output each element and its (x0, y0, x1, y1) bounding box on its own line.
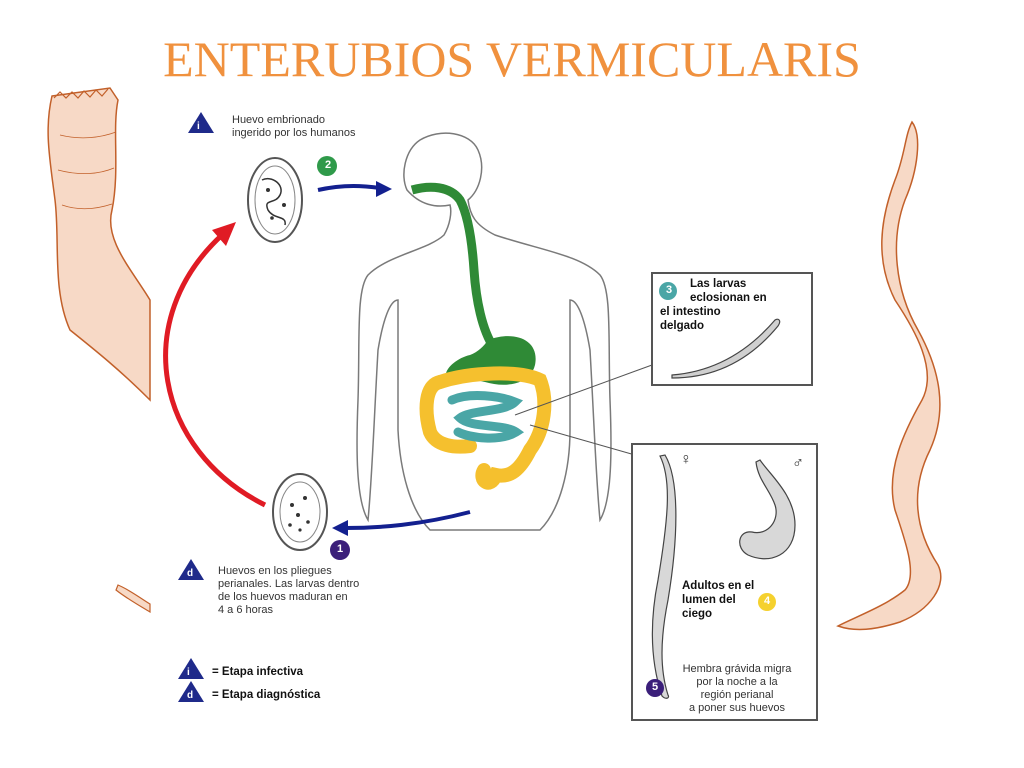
page-title: ENTERUBIOS VERMICULARIS (163, 31, 861, 87)
larvae-hatch-label-cont: el intestino delgado (660, 305, 760, 333)
step-1-number: 1 (336, 543, 344, 555)
small-intestine (447, 391, 525, 443)
gravid-female-label: Hembra grávida migra por la noche a la r… (662, 663, 812, 715)
connector-step-3 (514, 364, 653, 416)
legend-i-letter: i (187, 667, 190, 678)
embryonated-egg (247, 157, 303, 243)
larva-box (651, 272, 813, 386)
perianal-line-4: 4 a 6 horas (218, 604, 274, 616)
ingested-egg-line-2: ingerido por los humanos (232, 127, 356, 139)
perianal-eggs-label: Huevos en los pliegues perianales. Las l… (218, 565, 438, 617)
gravid-line-1: Hembra grávida migra (682, 663, 792, 675)
larvae-line-1: Las larvas (690, 278, 747, 290)
large-intestine (433, 366, 552, 490)
male-worm-illustration (739, 459, 796, 560)
larvae-line-4: delgado (660, 320, 705, 332)
step-2-number: 2 (324, 159, 332, 171)
gravid-line-2: por la noche a la (696, 676, 778, 688)
deposition-arrow (344, 510, 471, 530)
larvae-line-2: eclosionan en (690, 292, 767, 304)
perianal-line-3: de los huevos maduran en (218, 591, 348, 603)
legend-diagnostic: = Etapa diagnóstica (212, 689, 321, 701)
left-worm-tail (115, 584, 151, 614)
perianal-line-2: perianales. Las larvas dentro (218, 578, 360, 590)
esophagus (410, 182, 498, 351)
larvae-line-3: el intestino (660, 306, 721, 318)
connector-step-4 (529, 424, 636, 456)
adults-line-1: Adultos en el (682, 580, 755, 592)
step-3-marker (659, 282, 677, 300)
larvae-hatch-label: Las larvas eclosionan en (690, 277, 810, 305)
legend-infective-marker (178, 658, 204, 679)
ingested-egg-line-1: Huevo embrionado (232, 114, 325, 126)
ingested-egg-label: Huevo embrionado ingerido por los humano… (232, 114, 432, 140)
step-5-number: 5 (651, 681, 659, 693)
step-4-marker (758, 593, 776, 611)
gravid-line-3: región perianal (700, 689, 774, 701)
ingestion-arrow (317, 184, 381, 192)
female-symbol: ♀ (680, 451, 692, 468)
infective-stage-marker (188, 112, 214, 133)
step-4-number: 4 (763, 595, 771, 607)
left-worm-illustration (47, 87, 151, 402)
cycle-arrow (163, 233, 267, 508)
female-worm-illustration (651, 454, 677, 699)
step-1-marker (330, 540, 350, 560)
step-3-number: 3 (665, 284, 673, 296)
adults-line-3: ciego (682, 608, 713, 620)
step-i-letter: i (197, 121, 200, 132)
step-5-marker (646, 679, 664, 697)
diagnostic-stage-marker (178, 559, 204, 580)
male-symbol: ♂ (792, 455, 804, 472)
step-d-letter: d (187, 568, 194, 579)
larva-illustration (671, 318, 781, 379)
right-worm-illustration (836, 120, 942, 631)
legend-infective: = Etapa infectiva (212, 666, 304, 678)
perianal-egg (272, 473, 328, 551)
legend-diagnostic-marker (178, 681, 204, 702)
adults-line-2: lumen del (682, 594, 736, 606)
perianal-line-1: Huevos en los pliegues (218, 565, 332, 577)
step-2-marker (317, 156, 337, 176)
gravid-line-4: a poner sus huevos (688, 702, 785, 714)
legend-d-letter: d (187, 690, 194, 701)
adults-label: Adultos en el lumen del ciego (682, 579, 782, 621)
